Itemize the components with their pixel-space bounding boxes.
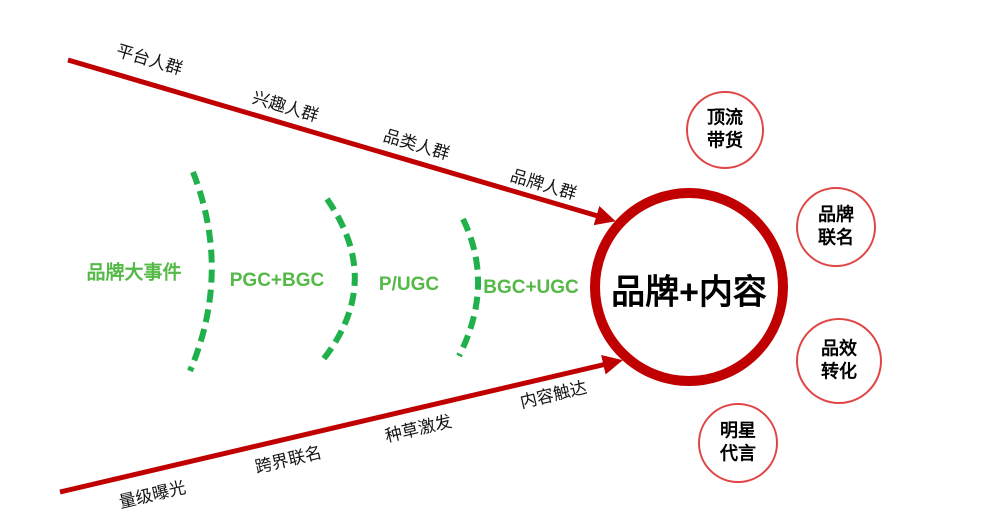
satellite-label-top-streamer-sales: 顶流 带货 — [707, 107, 743, 151]
satellite-circle-celebrity — [698, 403, 778, 483]
stage-label-pgc-bgc: PGC+BGC — [229, 270, 325, 291]
bottom-funnel-arrow — [59, 355, 623, 495]
satellite-label-celebrity-endorsement: 明星 代言 — [720, 420, 756, 464]
satellite-label-brand-effect-conversion: 品效 转化 — [821, 338, 857, 382]
satellite-circle-brand-collab — [796, 187, 876, 267]
stage-label-brand-big-event: 品牌大事件 — [86, 262, 182, 284]
stage-label-p-ugc: P/UGC — [378, 274, 440, 295]
top-funnel-arrow — [67, 57, 616, 226]
center-circle-label: 品牌+内容 — [611, 273, 767, 312]
stage-label-bgc-ugc: BGC+UGC — [483, 277, 579, 298]
satellite-circle-top-sales — [686, 91, 764, 169]
satellite-label-brand-co-branding: 品牌 联名 — [818, 204, 854, 248]
stage-divider-arc-3 — [456, 217, 482, 358]
stage-divider-arc-2 — [319, 197, 358, 363]
center-circle — [590, 188, 788, 386]
stage-divider-arc-1 — [187, 170, 215, 373]
satellite-circle-brand-effect — [796, 318, 882, 404]
